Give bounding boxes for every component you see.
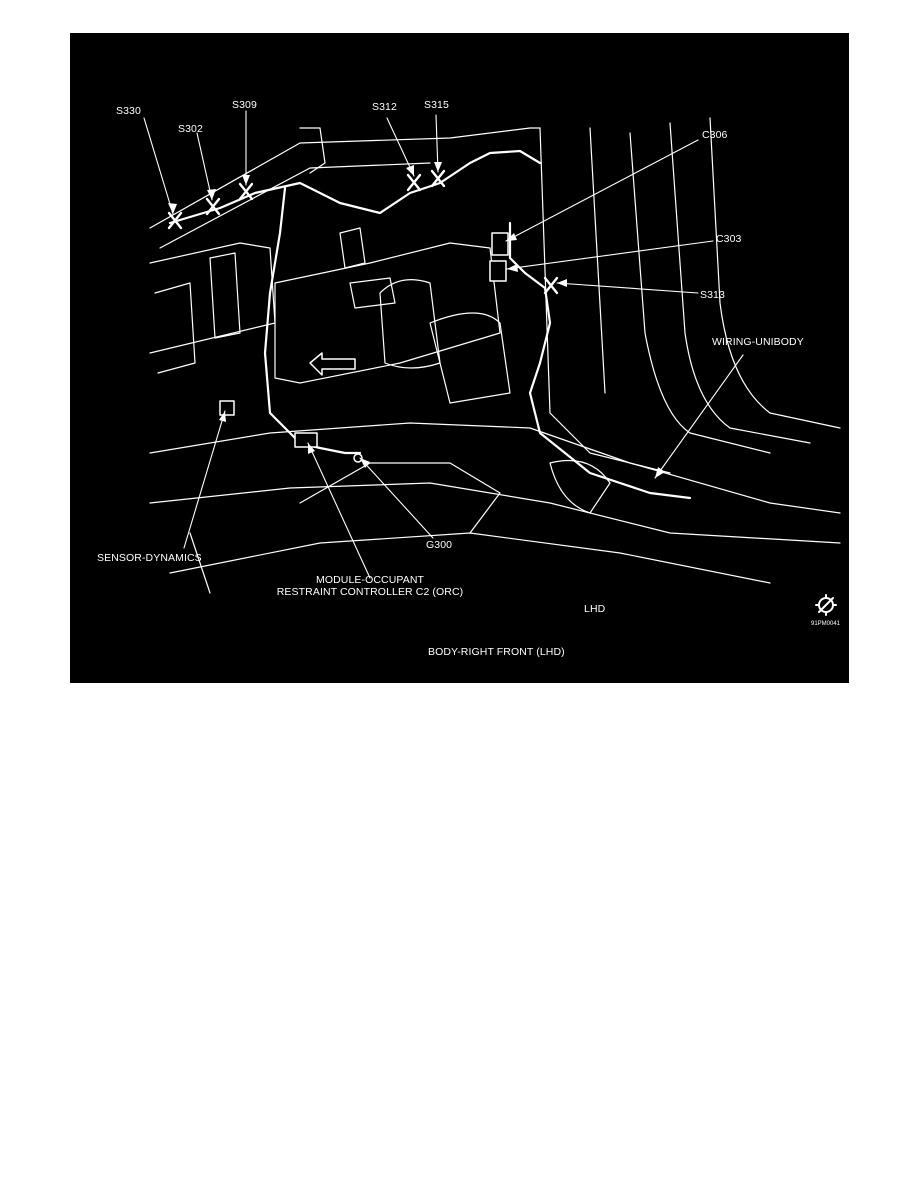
fwd-arrow (309, 352, 356, 376)
g300-ground (353, 453, 363, 463)
sensor-dynamics-body (219, 400, 235, 416)
fwd-arrow-label: FWD (326, 362, 342, 369)
callout-s330: S330 (116, 105, 141, 117)
callout-s315: S315 (424, 99, 449, 111)
upper-panel-line (149, 127, 541, 229)
orientation-tag: LHD (584, 603, 606, 615)
image-code: 91PM0041 (811, 621, 841, 627)
publisher-logo (815, 594, 837, 616)
callout-g300: G300 (426, 539, 453, 551)
vehicle-body-illustration: FWD (143, 110, 841, 616)
callout-module-line2: RESTRAINT CONTROLLER C2 (ORC) (276, 586, 464, 598)
figure-caption: BODY-RIGHT FRONT (LHD) (428, 646, 565, 658)
floor-line (149, 422, 841, 514)
harness-right-run (508, 221, 692, 500)
callout-wiring-unibody: WIRING-UNIBODY (712, 336, 804, 348)
callout-s313: S313 (700, 289, 725, 301)
callout-s302: S302 (178, 123, 203, 135)
callout-s312: S312 (372, 101, 397, 113)
connector-c306 (491, 232, 509, 256)
callout-module-occupant: MODULE-OCCUPANT RESTRAINT CONTROLLER C2 … (264, 574, 476, 598)
upper-panel-inner (159, 162, 431, 249)
door-opening-left (539, 127, 671, 474)
harness-vertical-run (263, 186, 287, 430)
center-panel (274, 242, 501, 384)
callout-c303: C303 (716, 233, 742, 245)
callout-s309: S309 (232, 99, 257, 111)
harness-upper-run (168, 181, 442, 225)
left-panel (149, 242, 276, 354)
callout-c306: C306 (702, 129, 728, 141)
connector-c303 (489, 260, 507, 282)
callout-sensor-dynamics: SENSOR-DYNAMICS (97, 552, 202, 564)
door-opening-right (629, 132, 771, 454)
orc-module-body (294, 432, 318, 448)
seat-back (379, 279, 441, 369)
wiring-diagram-figure: FWD S330 S302 S309 S312 S315 C306 C303 S… (70, 33, 849, 683)
callout-module-line1: MODULE-OCCUPANT (315, 574, 425, 586)
